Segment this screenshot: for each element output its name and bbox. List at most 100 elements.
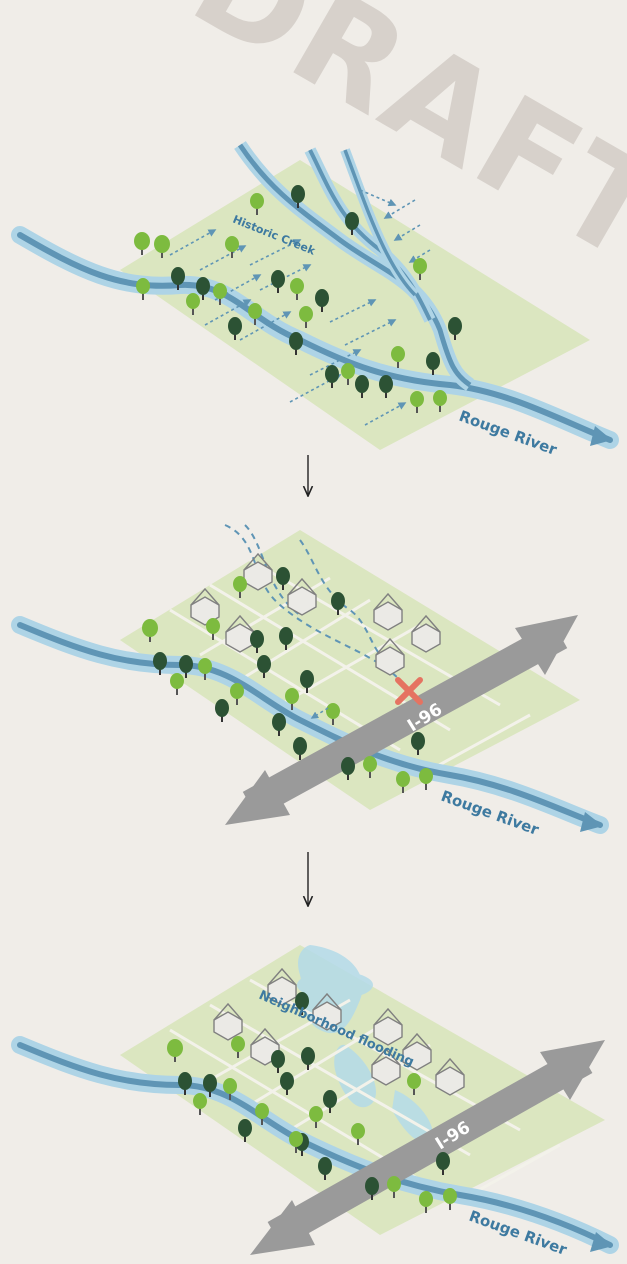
tree-icon bbox=[225, 236, 239, 258]
house-icon bbox=[375, 637, 405, 676]
tree-group bbox=[142, 567, 433, 793]
tree-icon bbox=[250, 193, 264, 215]
house-icon bbox=[373, 1007, 403, 1046]
tree-icon bbox=[345, 212, 359, 235]
tree-icon bbox=[318, 1157, 332, 1180]
tree-icon bbox=[323, 1090, 337, 1113]
tree-icon bbox=[170, 673, 184, 695]
tree-icon bbox=[167, 1039, 183, 1062]
tree-icon bbox=[255, 1103, 269, 1125]
cross-icon bbox=[395, 677, 423, 705]
tree-icon bbox=[231, 1036, 245, 1058]
house-icon bbox=[190, 587, 220, 626]
tree-icon bbox=[228, 317, 242, 340]
historic-creek bbox=[234, 141, 475, 391]
tree-icon bbox=[198, 658, 212, 680]
tree-group bbox=[167, 992, 457, 1213]
tree-icon bbox=[315, 289, 329, 312]
tree-icon bbox=[153, 652, 167, 675]
tree-icon bbox=[223, 1078, 237, 1100]
tree-icon bbox=[142, 619, 158, 642]
tree-icon bbox=[387, 1176, 401, 1198]
tree-icon bbox=[134, 232, 150, 255]
tree-icon bbox=[413, 258, 427, 280]
tree-icon bbox=[309, 1106, 323, 1128]
tree-icon bbox=[271, 1050, 285, 1073]
tree-icon bbox=[230, 683, 244, 705]
highway-i96 bbox=[250, 1040, 605, 1255]
tree-icon bbox=[136, 278, 150, 300]
tree-icon bbox=[289, 1131, 303, 1153]
tree-icon bbox=[426, 352, 440, 375]
tree-icon bbox=[238, 1119, 252, 1142]
house-icon bbox=[411, 614, 441, 653]
tree-icon bbox=[289, 332, 303, 355]
tree-icon bbox=[154, 235, 170, 258]
tree-icon bbox=[351, 1123, 365, 1145]
tree-icon bbox=[396, 771, 410, 793]
tree-icon bbox=[419, 768, 433, 790]
tree-icon bbox=[419, 1191, 433, 1213]
tree-icon bbox=[299, 306, 313, 328]
tree-icon bbox=[196, 277, 210, 300]
tree-icon bbox=[193, 1093, 207, 1115]
house-icon bbox=[213, 1002, 243, 1041]
tree-group bbox=[134, 185, 462, 413]
tree-icon bbox=[410, 391, 424, 413]
house-icon bbox=[312, 992, 342, 1031]
tree-icon bbox=[341, 363, 355, 385]
panel-2: I-96 Rouge River bbox=[11, 524, 609, 839]
house-icon bbox=[371, 1047, 401, 1086]
tree-icon bbox=[379, 375, 393, 398]
tree-icon bbox=[355, 375, 369, 398]
tree-icon bbox=[325, 365, 339, 388]
panel-1: Historic Creek Rouge River bbox=[11, 141, 619, 459]
street-grid bbox=[169, 978, 561, 1197]
land-parcel bbox=[120, 160, 590, 450]
tree-icon bbox=[257, 655, 271, 678]
house-group bbox=[190, 552, 441, 676]
tree-icon bbox=[295, 992, 309, 1015]
rouge-river bbox=[11, 616, 609, 834]
tree-icon bbox=[365, 1177, 379, 1200]
tree-icon bbox=[448, 317, 462, 340]
tree-icon bbox=[290, 278, 304, 300]
tree-icon bbox=[276, 567, 290, 590]
tree-icon bbox=[271, 270, 285, 293]
tree-icon bbox=[203, 1074, 217, 1097]
tree-icon bbox=[341, 757, 355, 780]
highway-i96 bbox=[225, 615, 578, 825]
tree-icon bbox=[391, 346, 405, 368]
house-icon bbox=[287, 577, 317, 616]
tree-icon bbox=[363, 756, 377, 778]
house-icon bbox=[402, 1032, 432, 1071]
tree-icon bbox=[178, 1072, 192, 1095]
tree-icon bbox=[215, 699, 229, 722]
tree-icon bbox=[326, 703, 340, 725]
panel-3: Neighborhood flooding I-96 Rouge River bbox=[11, 945, 619, 1259]
tree-icon bbox=[285, 688, 299, 710]
tree-icon bbox=[411, 732, 425, 755]
tree-icon bbox=[436, 1152, 450, 1175]
tree-icon bbox=[331, 592, 345, 615]
house-icon bbox=[373, 592, 403, 631]
tree-icon bbox=[186, 293, 200, 315]
tree-icon bbox=[250, 630, 264, 653]
tree-icon bbox=[291, 185, 305, 208]
tree-icon bbox=[213, 283, 227, 305]
tree-icon bbox=[171, 267, 185, 290]
tree-icon bbox=[293, 737, 307, 760]
tree-icon bbox=[206, 618, 220, 640]
tree-icon bbox=[279, 627, 293, 650]
tree-icon bbox=[248, 303, 262, 325]
tree-icon bbox=[280, 1072, 294, 1095]
tree-icon bbox=[233, 576, 247, 598]
tree-icon bbox=[272, 713, 286, 736]
tree-icon bbox=[301, 1047, 315, 1070]
tree-icon bbox=[179, 655, 193, 678]
tree-icon bbox=[300, 670, 314, 693]
tree-icon bbox=[407, 1073, 421, 1095]
house-icon bbox=[435, 1057, 465, 1096]
